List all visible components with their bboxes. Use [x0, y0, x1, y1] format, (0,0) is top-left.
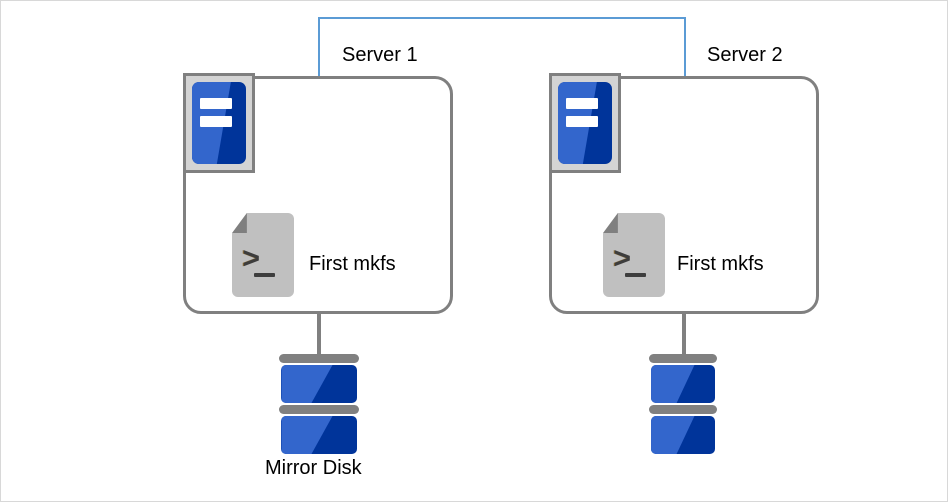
disk-platter — [651, 416, 715, 454]
disk-bar — [279, 354, 359, 363]
server-2-script-icon: > — [603, 213, 665, 297]
disk-platter — [281, 416, 357, 454]
prompt-chevron-icon: > — [242, 242, 261, 276]
disk-bar — [279, 405, 359, 414]
server-2-disk-connector — [682, 313, 686, 358]
server-2-rack-icon — [549, 73, 621, 173]
server-1-script-label: First mkfs — [309, 253, 396, 275]
server-1-title: Server 1 — [342, 44, 418, 66]
server-2-script-label: First mkfs — [677, 253, 764, 275]
server-chip-bar — [199, 116, 232, 128]
prompt-cursor-icon — [254, 273, 276, 278]
disk-platter — [281, 365, 357, 403]
server-2-title: Server 2 — [707, 44, 783, 66]
server-chip-bar — [199, 98, 232, 110]
prompt-cursor-icon — [625, 273, 647, 278]
disk-platter — [651, 365, 715, 403]
server-1-rack-icon — [183, 73, 255, 173]
server-chip-bar — [565, 116, 598, 128]
disk-bar — [649, 405, 717, 414]
prompt-chevron-icon: > — [613, 242, 632, 276]
interconnect-link — [318, 17, 686, 78]
script-fold-corner — [232, 213, 247, 234]
disk-1-label: Mirror Disk — [265, 457, 362, 479]
disk-bar — [649, 354, 717, 363]
disk-2-icon — [649, 354, 717, 456]
server-chip — [558, 82, 612, 164]
server-1-script-icon: > — [232, 213, 294, 297]
disk-1-icon — [279, 354, 359, 456]
server-chip — [192, 82, 246, 164]
server-1-disk-connector — [317, 313, 321, 358]
server-chip-bar — [565, 98, 598, 110]
script-fold-corner — [603, 213, 618, 234]
